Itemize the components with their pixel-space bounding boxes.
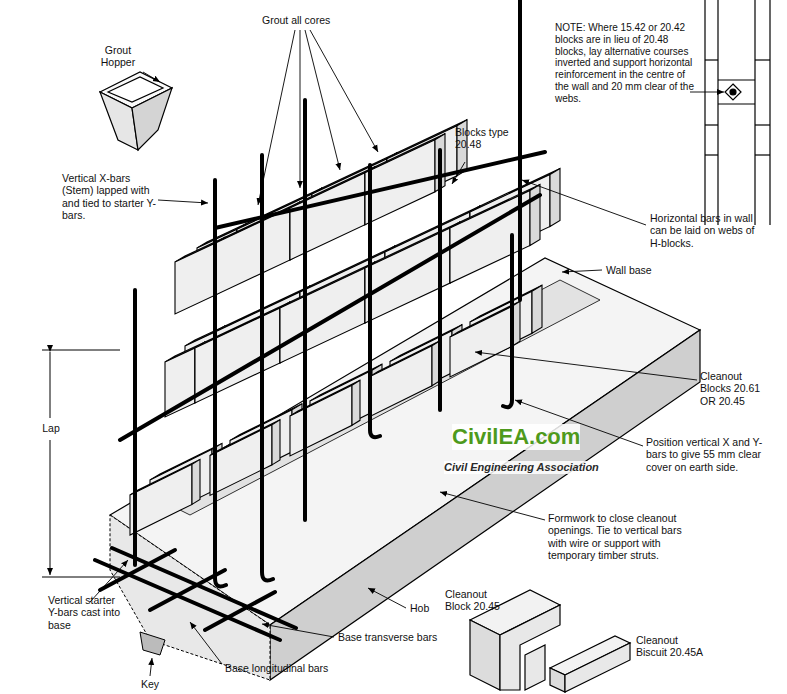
callout-label: Cleanout Blocks 20.61 OR 20.45 <box>700 370 770 407</box>
callout-label: Horizontal bars in wall can be laid on w… <box>650 212 760 249</box>
block-end <box>352 380 360 425</box>
horizontal-bar <box>120 195 540 440</box>
leader-lines <box>90 30 724 676</box>
callout-label: Vertical X-bars (Stem) lapped with and t… <box>62 172 156 222</box>
callout-label: Base transverse bars <box>338 631 458 643</box>
key-notch <box>140 632 165 655</box>
callout-label: NOTE: Where 15.42 or 20.42 blocks are in… <box>555 22 700 105</box>
vertical-bar <box>518 0 522 300</box>
block-end <box>192 459 200 504</box>
callout-label: Vertical starter Y-bars cast into base <box>48 594 120 631</box>
callout-label: Formwork to close cleanout openings. Tie… <box>548 512 693 562</box>
vertical-bar <box>503 235 512 407</box>
callout-label: Cleanout Biscuit 20.45A <box>636 634 706 659</box>
cleanout-biscuit <box>550 636 630 692</box>
grout-hopper <box>100 72 172 150</box>
callout-label: Key <box>141 678 171 690</box>
vertical-bar <box>438 150 442 410</box>
watermark: CivilEA.com <box>452 424 580 450</box>
callout-label: Grout all cores <box>262 14 372 26</box>
block-end <box>532 285 542 333</box>
block-end <box>272 420 280 465</box>
block-face <box>175 243 215 314</box>
block-face <box>280 268 365 363</box>
callout-label: Position vertical X and Y-bars to give 5… <box>646 436 771 473</box>
horizontal-bar <box>215 152 545 228</box>
vertical-bar <box>303 100 307 520</box>
base-longitudinal-bar <box>150 570 225 610</box>
base-longitudinal-bar <box>100 550 175 590</box>
callout-label: Cleanout Block 20.45 <box>445 588 515 613</box>
block-face <box>130 464 192 535</box>
block-face <box>450 306 512 377</box>
block-face <box>290 173 365 260</box>
callout-label: Blocks type 20.48 <box>455 126 517 151</box>
vertical-bar <box>370 165 380 437</box>
callout-label: Hob <box>410 602 450 614</box>
note-section-inset <box>705 0 770 225</box>
base-transverse-bar <box>112 548 296 628</box>
callout-label: Base longitudinal bars <box>225 662 355 674</box>
base-transverse-bar <box>95 560 280 640</box>
callout-label: Lap <box>38 422 64 434</box>
watermark: Civil Engineering Association <box>444 461 599 474</box>
vertical-bar <box>133 290 137 565</box>
block-face <box>290 385 352 456</box>
block-face <box>365 140 435 225</box>
callout-label: Wall base <box>606 264 676 276</box>
block-face <box>365 228 450 323</box>
reinforcement <box>95 0 545 640</box>
lap-dimension <box>42 350 120 577</box>
callout-label: Grout Hopper <box>93 44 143 69</box>
block-end <box>550 168 560 226</box>
block-face <box>370 346 432 417</box>
